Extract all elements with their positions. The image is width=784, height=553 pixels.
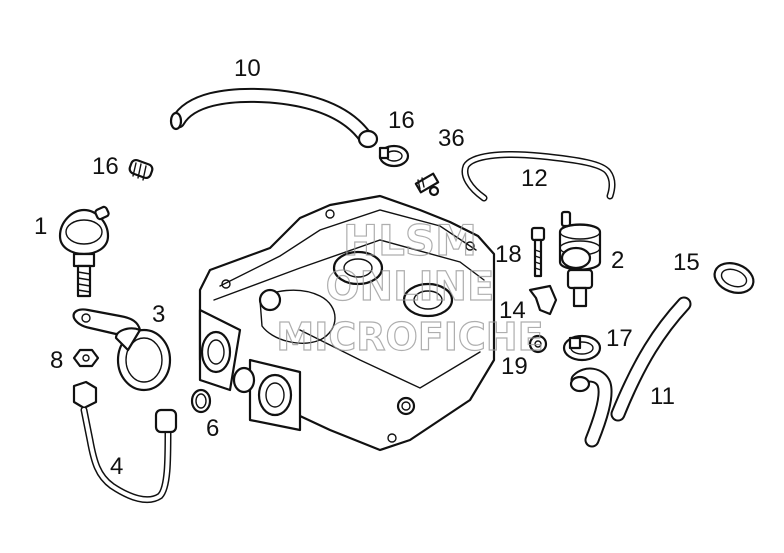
callout-17: 17 <box>606 325 633 352</box>
part-14-bracket <box>528 284 558 316</box>
callout-10: 10 <box>234 55 261 82</box>
callout-4: 4 <box>110 453 123 480</box>
callout-labels: 10 16 36 16 12 1 18 2 15 3 14 17 8 19 6 … <box>34 55 700 480</box>
callout-36: 36 <box>438 125 465 152</box>
part-6-oring <box>190 388 212 414</box>
callout-18: 18 <box>495 241 522 268</box>
part-10-hose <box>169 87 379 149</box>
part-4-pipe <box>72 380 178 504</box>
callout-16-left: 16 <box>92 153 119 180</box>
callout-1: 1 <box>34 213 47 240</box>
part-3-bracket <box>72 308 172 392</box>
callout-15: 15 <box>673 249 700 276</box>
part-19-nut <box>528 334 548 354</box>
part-18-bolt <box>530 226 546 278</box>
part-36-fitting <box>414 172 440 197</box>
watermark: HLSM ONLINE MICROFICHE <box>276 215 544 359</box>
callout-6: 6 <box>206 415 219 442</box>
callout-12: 12 <box>521 165 548 192</box>
part-16-clamp-upper <box>378 144 410 168</box>
part-12-tube <box>461 150 616 202</box>
callout-16-upper: 16 <box>388 107 415 134</box>
watermark-line-1: HLSM <box>343 216 477 265</box>
callout-14: 14 <box>499 297 526 324</box>
part-2-valve <box>558 210 602 308</box>
part-17-clamp <box>562 334 602 362</box>
callout-2: 2 <box>611 247 624 274</box>
callout-11: 11 <box>650 383 675 410</box>
part-15-ring <box>713 262 755 294</box>
cylinder-head <box>198 194 496 452</box>
part-1-valve <box>58 205 110 298</box>
callout-19: 19 <box>501 353 528 380</box>
part-11-hose <box>569 296 692 448</box>
part-8-nut <box>72 348 100 368</box>
watermark-line-3: MICROFICHE <box>276 315 543 359</box>
watermark-line-2: ONLINE <box>326 264 495 310</box>
callout-3: 3 <box>152 301 165 328</box>
part-16-clamp-left <box>128 158 154 181</box>
callout-8: 8 <box>50 347 63 374</box>
